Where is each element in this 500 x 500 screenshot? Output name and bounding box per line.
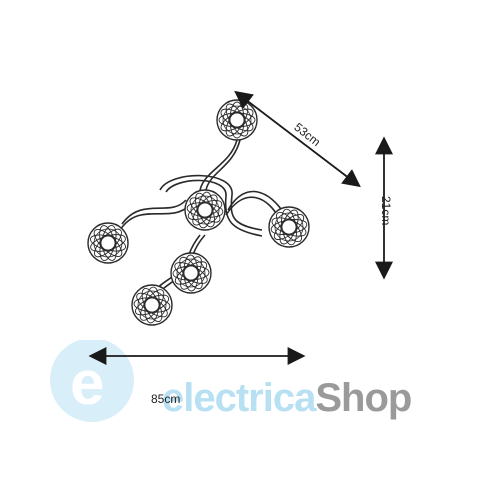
globe-shade-icon <box>268 206 310 248</box>
watermark-brand: electricaShop <box>162 376 412 421</box>
globe-shade-icon <box>216 99 258 141</box>
arm-top <box>199 139 238 191</box>
globe-shade-icon <box>184 189 226 231</box>
dimension-height-label: 21cm <box>379 196 393 226</box>
arm-loop-inner <box>165 179 263 237</box>
dimension-depth-arrow <box>234 90 361 188</box>
arm-left <box>119 204 191 231</box>
arm-loop <box>159 174 263 231</box>
brand-shop: Shop <box>315 376 412 420</box>
globe-shade-icon <box>170 252 212 294</box>
dimension-width-label: 85cm <box>151 392 181 406</box>
brand-electrica: electrica <box>162 376 316 420</box>
arm-right <box>227 190 286 216</box>
shades-group <box>87 99 310 326</box>
globe-shade-icon <box>131 284 173 326</box>
arm-left-inner <box>121 199 187 225</box>
globe-shade-icon <box>87 222 129 264</box>
